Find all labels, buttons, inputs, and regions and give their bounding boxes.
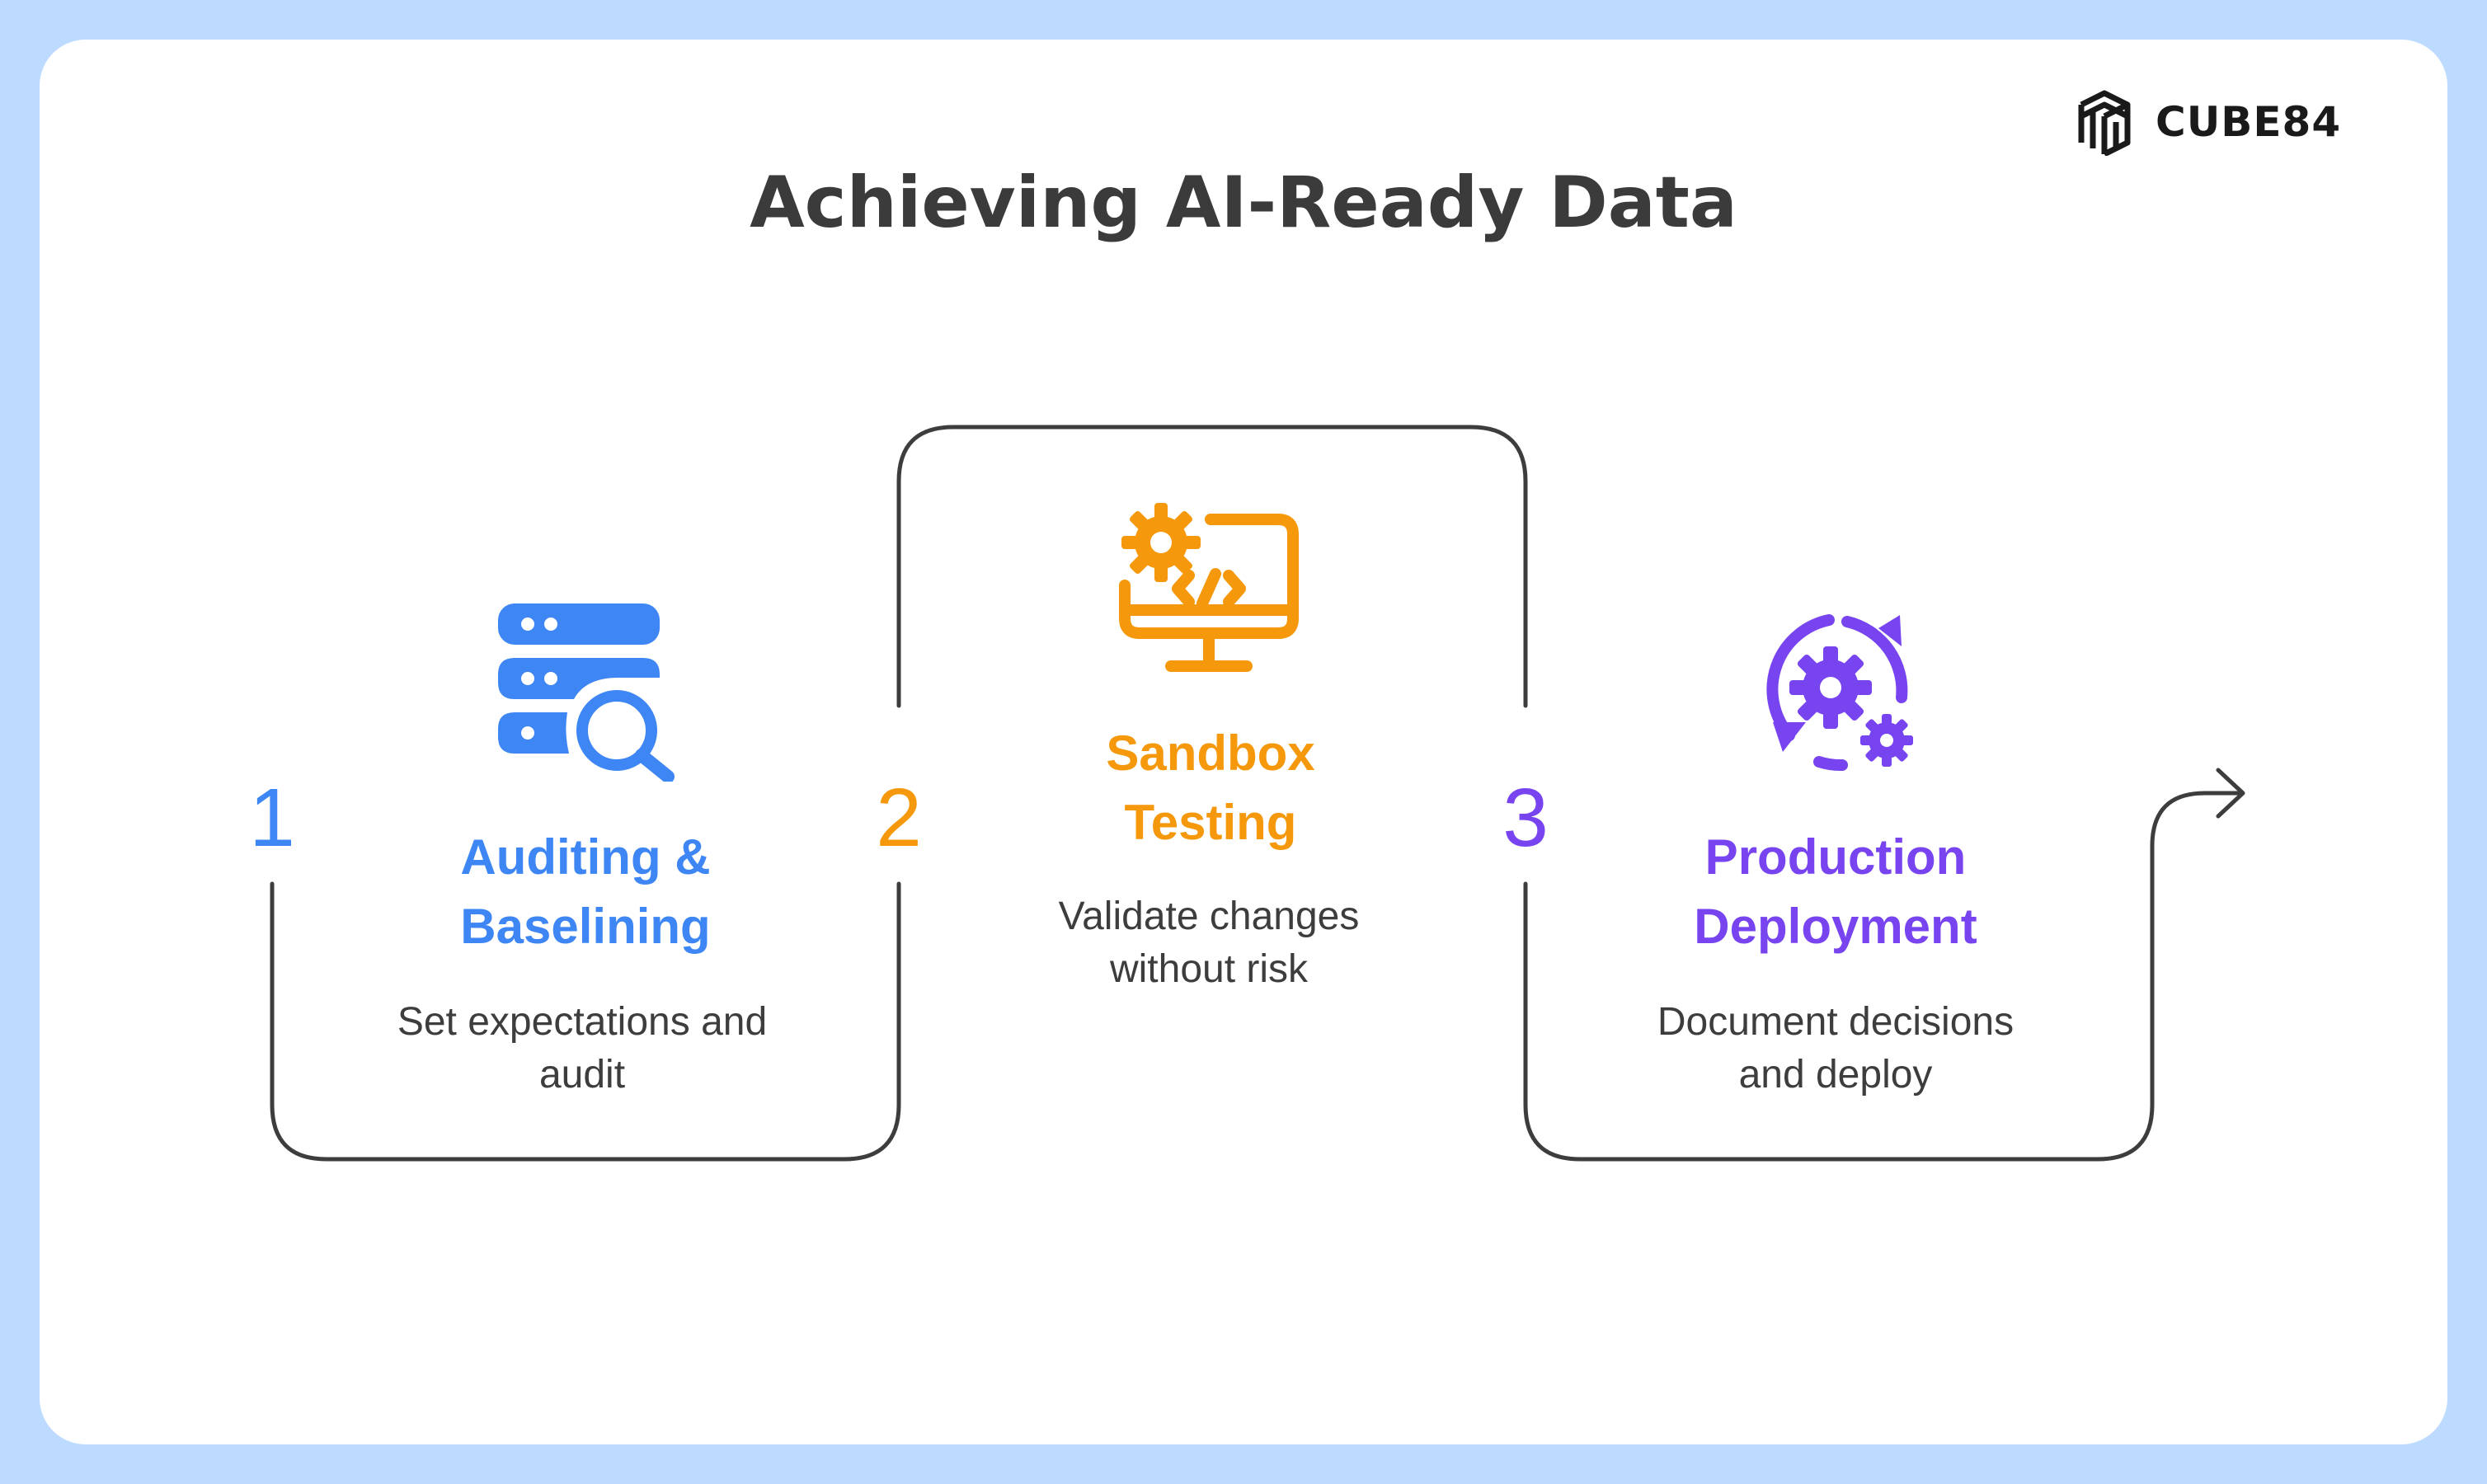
step-number-3: 3: [1502, 772, 1549, 864]
step-desc-2-line2: without risk: [1109, 947, 1309, 991]
step-title-1: Auditing & Baselining: [421, 823, 750, 961]
step-desc-1: Set expectations and audit: [360, 996, 805, 1101]
step2-connector: [896, 425, 1528, 708]
arrow-head-icon: [2216, 768, 2245, 819]
step-desc-1-line1: Set expectations and: [397, 1000, 768, 1044]
step-title-2-line1: Sandbox: [1106, 726, 1315, 781]
step-title-1-line2: Baselining: [460, 899, 711, 954]
cube84-logo: CUBE84: [2078, 89, 2342, 156]
cube-lines-icon: [2078, 90, 2131, 156]
step-title-3-line2: Deployment: [1694, 899, 1977, 954]
logo-text: CUBE84: [2156, 98, 2342, 146]
step-desc-3: Document decisions and deploy: [1613, 996, 2058, 1101]
step-desc-1-line2: audit: [538, 1053, 626, 1097]
gears-cycle-icon: [1766, 614, 1913, 771]
step-title-2-line2: Testing: [1124, 795, 1297, 850]
infographic-card: [40, 40, 2447, 1444]
server-search-icon: [498, 603, 675, 782]
step-number-1: 1: [249, 772, 295, 864]
step-title-3: Production Deployment: [1646, 823, 2025, 961]
step-number-2: 2: [876, 772, 922, 864]
step-title-2: Sandbox Testing: [1046, 719, 1375, 857]
step3-connector: [1523, 791, 2242, 1162]
step-desc-2: Validate changes without risk: [986, 890, 1432, 996]
step-desc-3-line1: Document decisions: [1657, 1000, 2015, 1044]
step-title-1-line1: Auditing &: [460, 829, 711, 885]
step-desc-3-line2: and deploy: [1738, 1053, 1933, 1097]
page-title: Achieving AI-Ready Data: [750, 162, 1737, 244]
monitor-code-gear-icon: [1119, 503, 1299, 672]
step-title-3-line1: Production: [1704, 829, 1967, 885]
step-desc-2-line1: Validate changes: [1058, 895, 1360, 938]
step1-connector: [270, 881, 901, 1162]
